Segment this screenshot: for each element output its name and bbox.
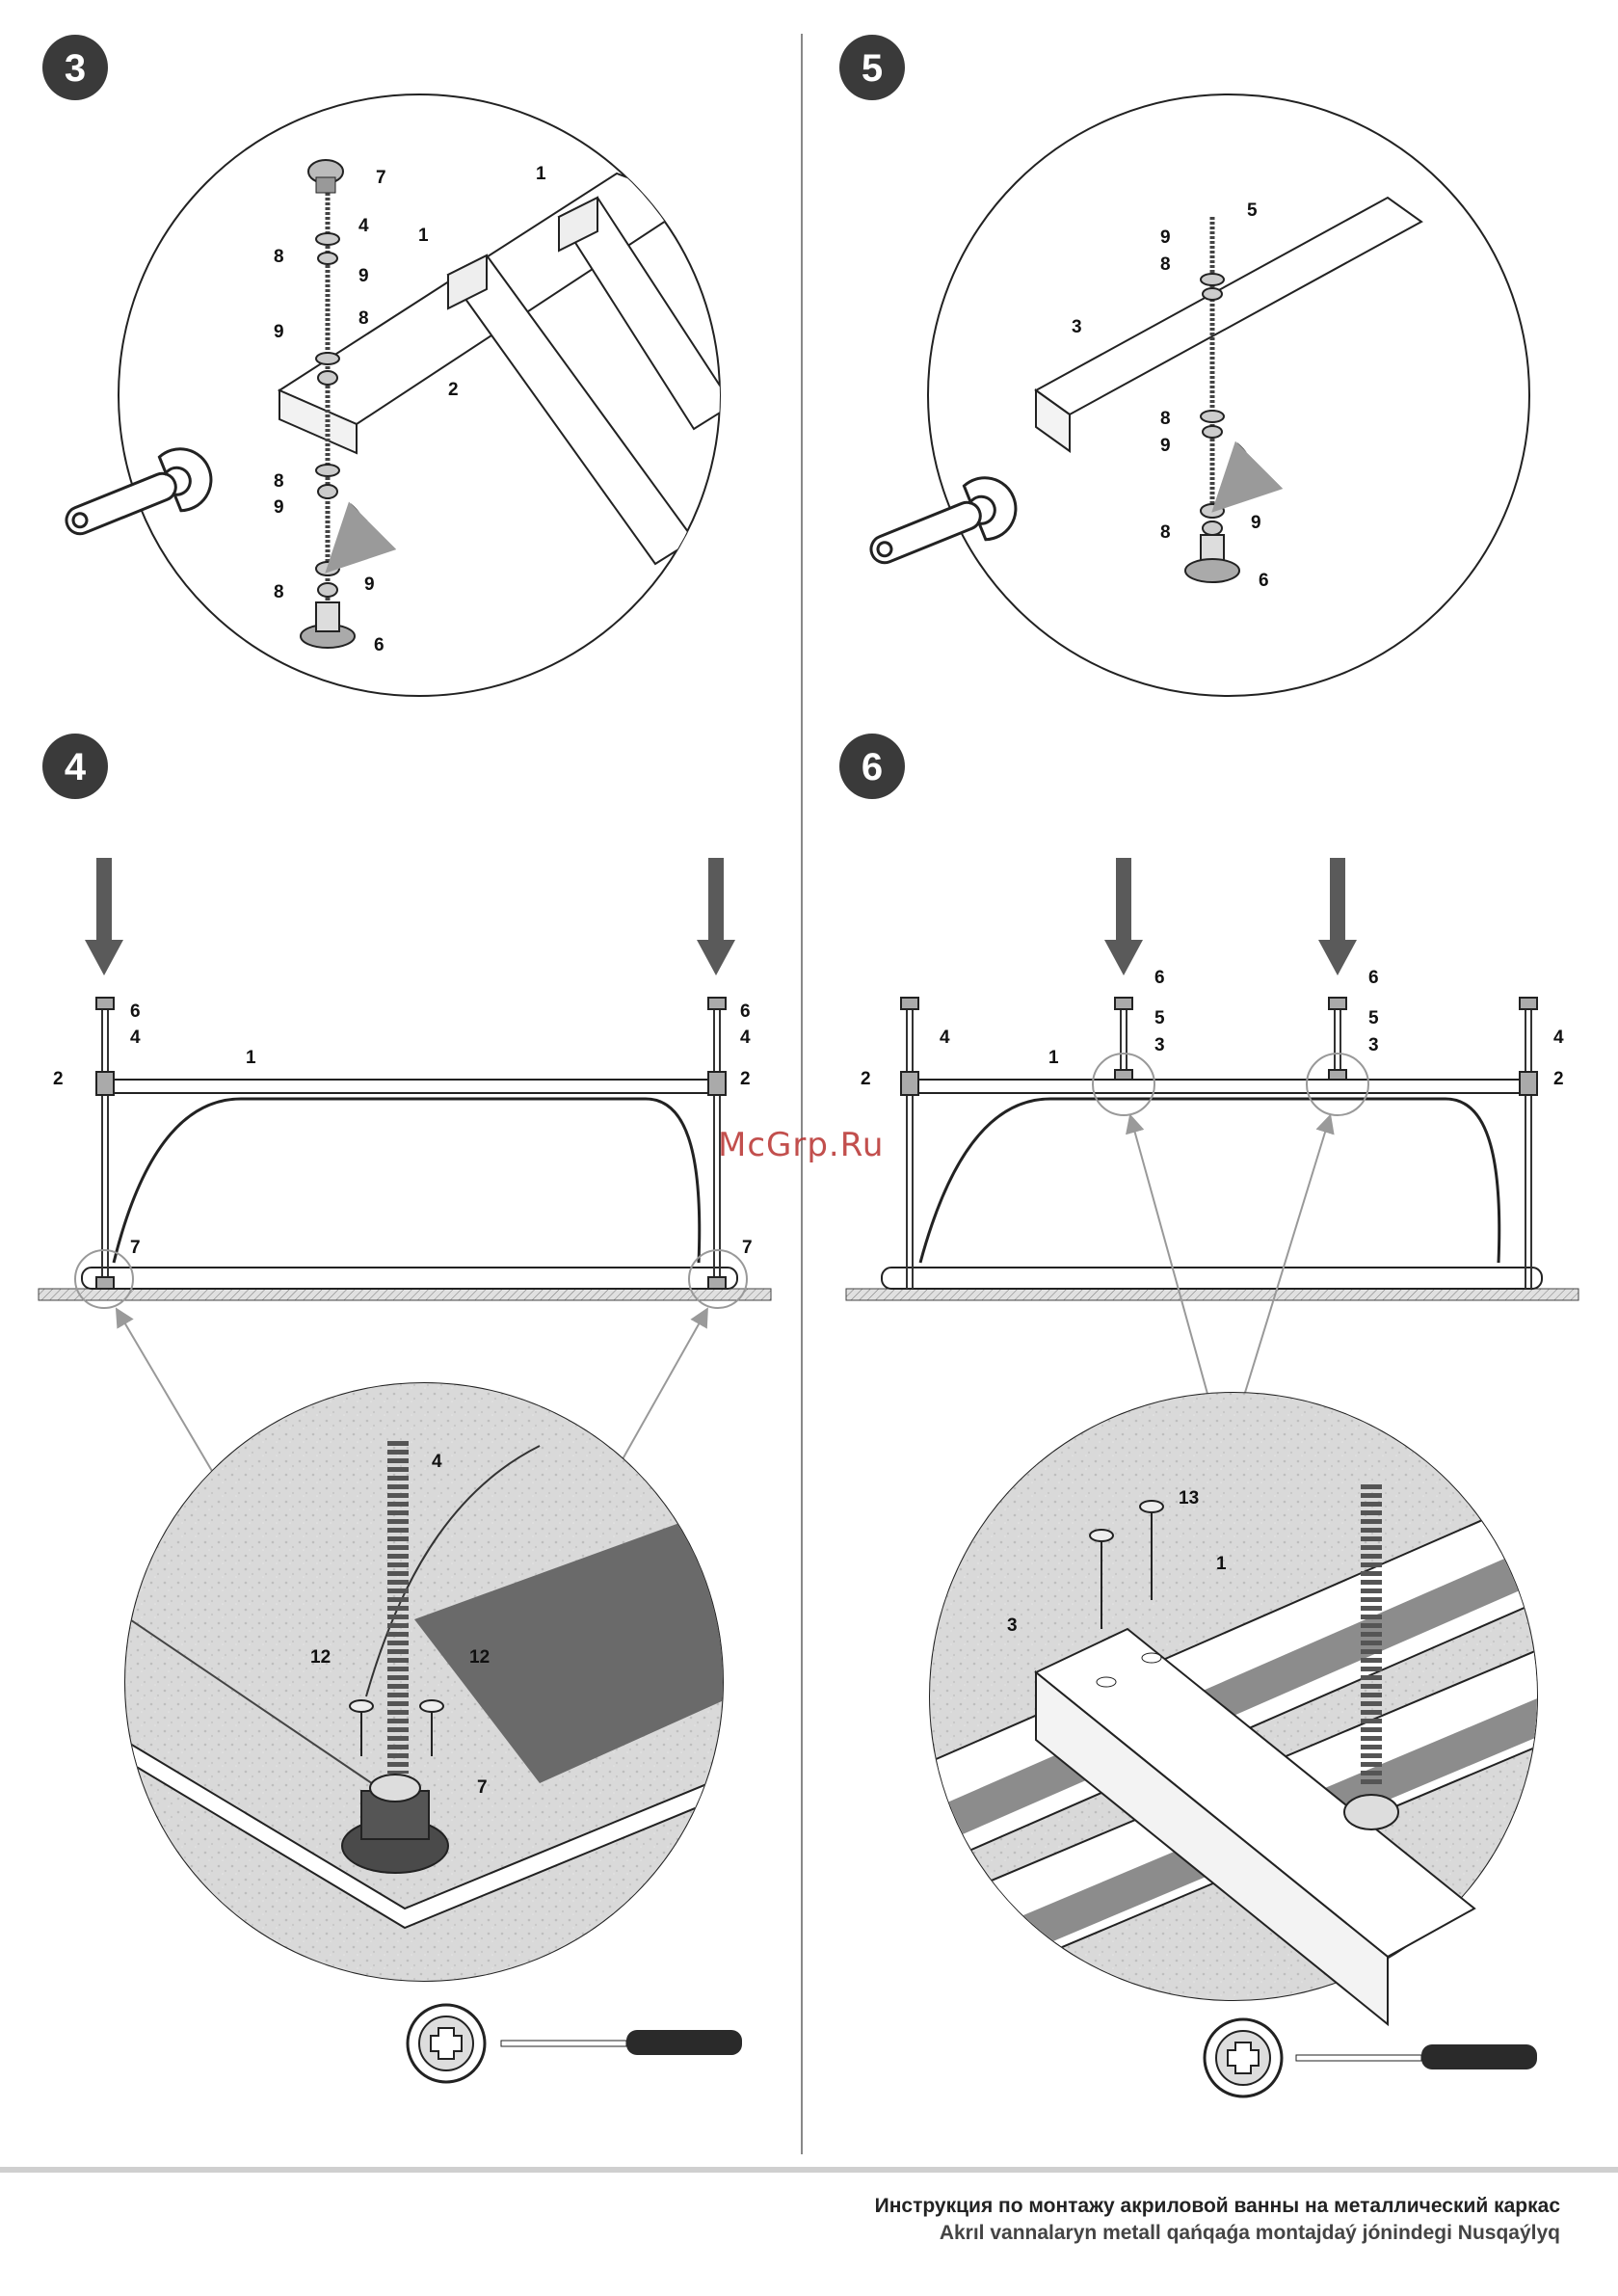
step-6: 6	[839, 734, 1578, 2096]
step-5: 5 5 9 8 3 8 9 9 8 6	[839, 35, 1529, 696]
detail-circle-5	[928, 94, 1529, 696]
step-number-4: 4	[65, 746, 87, 788]
frame-beam-1	[101, 1080, 718, 1093]
step-3: 3	[42, 35, 732, 696]
label: 3	[1072, 317, 1082, 337]
label: 6	[1259, 571, 1269, 591]
label: 1	[246, 1048, 256, 1068]
screwdriver-icon	[408, 2005, 742, 2082]
label: 9	[358, 266, 369, 286]
label: 1	[1216, 1554, 1227, 1574]
label: 7	[742, 1238, 753, 1258]
step-number-3: 3	[65, 47, 86, 90]
label: 2	[861, 1069, 871, 1089]
label: 9	[274, 322, 284, 342]
label: 9	[364, 574, 375, 595]
label: 2	[448, 380, 459, 400]
label: 9	[1251, 513, 1261, 533]
label: 6	[1368, 968, 1379, 988]
label: 4	[130, 1028, 141, 1048]
down-arrow	[708, 858, 724, 945]
label: 5	[1247, 200, 1258, 221]
label: 1	[418, 226, 429, 246]
label: 6	[740, 1001, 751, 1022]
floor	[846, 1289, 1578, 1300]
step-4: 4	[39, 734, 771, 2082]
down-arrow	[1330, 858, 1345, 945]
label: 6	[374, 635, 385, 655]
down-arrow	[1116, 858, 1131, 945]
label: 6	[1154, 968, 1165, 988]
label: 7	[376, 168, 386, 188]
label: 1	[1048, 1048, 1059, 1068]
screwdriver-icon	[1205, 2019, 1537, 2096]
label: 3	[1007, 1615, 1018, 1636]
label: 8	[358, 308, 369, 329]
bathtub	[114, 1099, 700, 1263]
label: 2	[1553, 1069, 1564, 1089]
label: 3	[1154, 1035, 1165, 1055]
label: 8	[1160, 254, 1171, 275]
label: 7	[477, 1777, 488, 1798]
label: 1	[536, 164, 546, 184]
footer-title-ru: Инструкция по монтажу акриловой ванны на…	[875, 2193, 1560, 2220]
label: 4	[740, 1028, 751, 1048]
label: 4	[358, 216, 369, 236]
label: 12	[469, 1647, 490, 1668]
document-footer: Инструкция по монтажу акриловой ванны на…	[875, 2193, 1560, 2247]
label: 8	[274, 471, 284, 492]
label: 12	[310, 1647, 331, 1668]
label: 8	[1160, 522, 1171, 543]
label: 8	[1160, 409, 1171, 429]
footer-title-kk: Akrıl vannalaryn metall qańqaǵa montajda…	[875, 2220, 1560, 2247]
bathtub	[920, 1099, 1499, 1263]
watermark: McGrp.Ru	[718, 1126, 884, 1164]
label: 13	[1179, 1488, 1199, 1508]
label: 9	[1160, 227, 1171, 248]
step-number-5: 5	[862, 47, 883, 90]
label: 4	[940, 1028, 950, 1048]
label: 8	[274, 582, 284, 602]
label: 2	[53, 1069, 64, 1089]
label: 4	[432, 1452, 442, 1472]
foot-support-6	[1185, 559, 1239, 582]
label: 9	[1160, 436, 1171, 456]
label: 2	[740, 1069, 751, 1089]
floor	[39, 1289, 771, 1300]
label: 5	[1154, 1008, 1165, 1028]
step-number-6: 6	[862, 746, 883, 788]
label: 4	[1553, 1028, 1564, 1048]
down-arrow	[96, 858, 112, 945]
label: 5	[1368, 1008, 1379, 1028]
label: 9	[274, 497, 284, 518]
label: 3	[1368, 1035, 1379, 1055]
frame-beam-1	[906, 1080, 1527, 1093]
label: 8	[274, 247, 284, 267]
label: 7	[130, 1238, 141, 1258]
label: 6	[130, 1001, 141, 1022]
footer-rule	[0, 2167, 1618, 2173]
